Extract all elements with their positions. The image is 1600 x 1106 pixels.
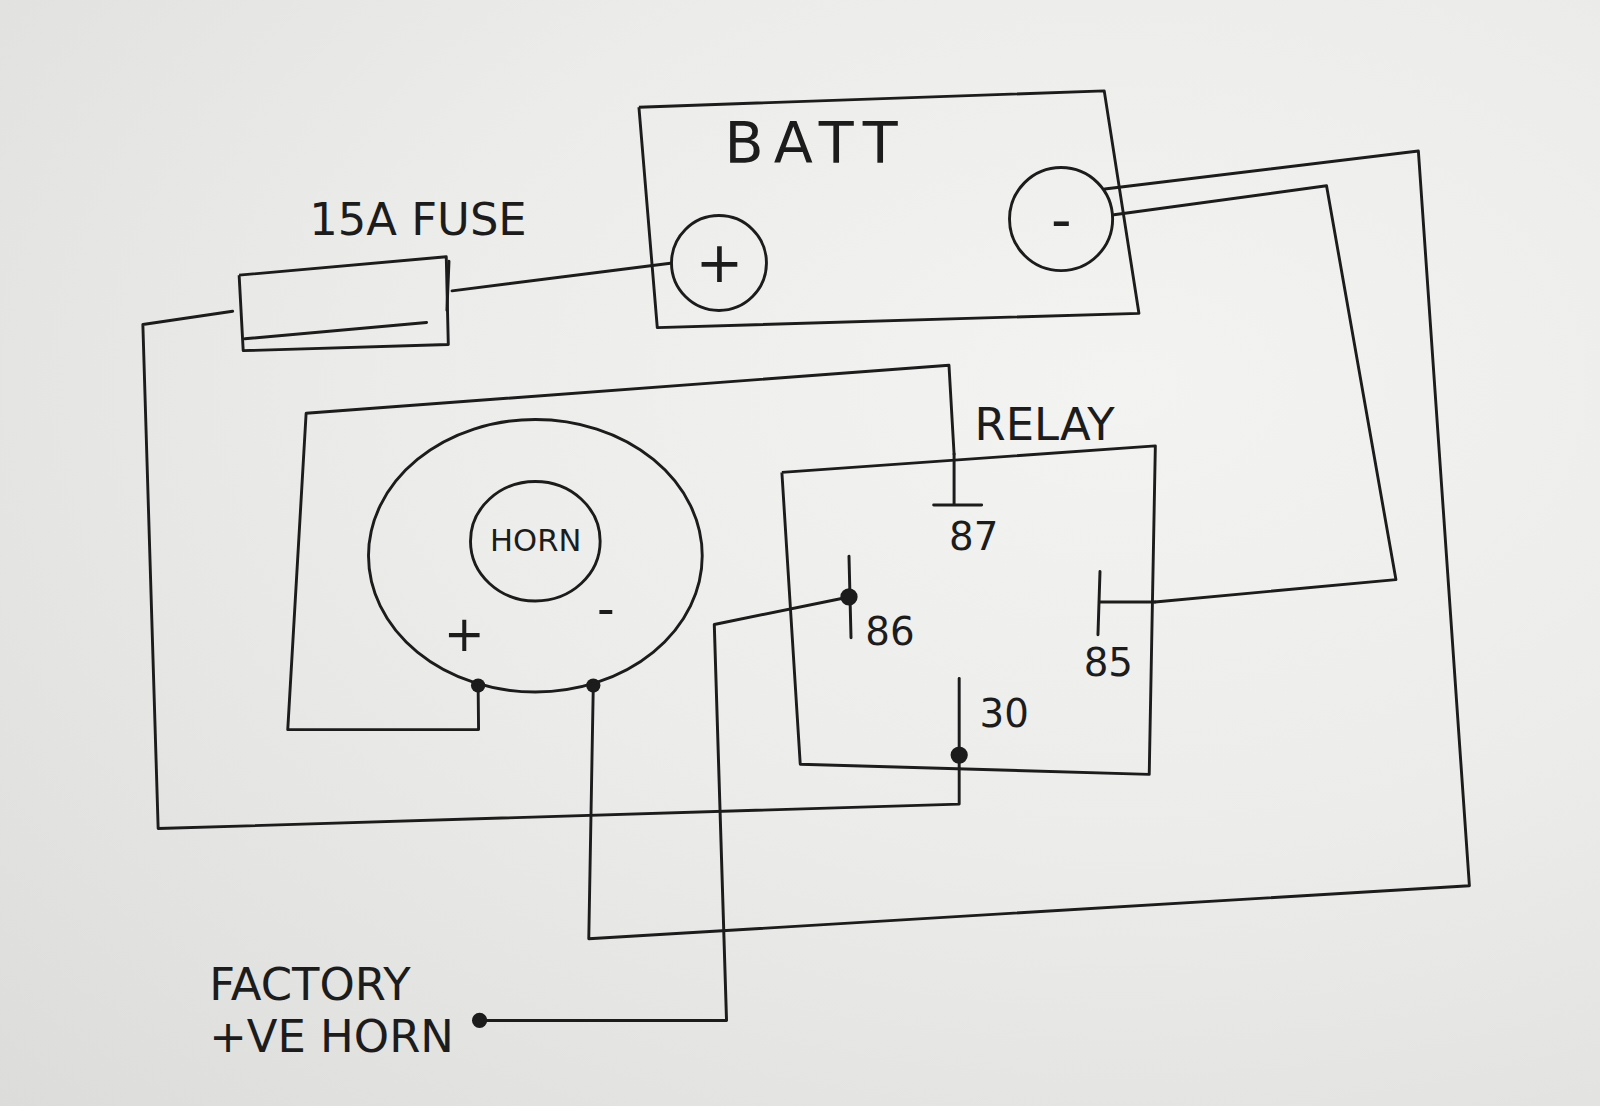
ellipse-outline	[1010, 168, 1113, 271]
node-text: HORN	[490, 523, 581, 558]
battery-terminal: +	[670, 214, 768, 312]
wire	[589, 151, 1470, 939]
node-text: +	[695, 230, 743, 296]
terminal-dots	[471, 678, 600, 692]
box-outline	[239, 257, 448, 351]
node-outline	[788, 454, 1155, 768]
node-outline	[233, 267, 452, 349]
wire	[288, 365, 954, 729]
pin-number: 86	[865, 610, 914, 655]
ellipse-outline	[369, 420, 703, 693]
ellipse-outline	[672, 216, 767, 311]
terminal-dot	[473, 1014, 485, 1026]
node-text: +	[444, 607, 485, 663]
ellipse-outline	[471, 481, 601, 600]
terminal-dot	[952, 748, 966, 762]
pin-number: 85	[1084, 641, 1133, 686]
node-text: -	[1051, 187, 1072, 253]
battery-box: + - BATT	[643, 97, 1133, 324]
relay-box: RELAY	[788, 454, 1155, 768]
fuse-element	[245, 322, 427, 338]
battery-terminal: -	[1008, 166, 1114, 272]
wire	[143, 311, 959, 828]
box-outline	[782, 446, 1155, 775]
horn-body: HORN + -	[367, 418, 704, 694]
node-text: -	[597, 582, 615, 638]
wire	[452, 263, 670, 291]
fuse-box: 15A FUSE	[233, 267, 452, 349]
node-text: 15A FUSE	[309, 194, 527, 246]
terminal-dot	[842, 590, 856, 604]
horn-centre: HORN	[469, 480, 602, 602]
wire-label: FACTORY +VE HORN	[209, 959, 515, 1062]
node-text: BATT	[724, 111, 907, 177]
node-text: RELAY	[974, 399, 1114, 451]
pin-number: 30	[980, 692, 1029, 737]
relay-pin-85	[1098, 571, 1155, 634]
wire	[1114, 186, 1396, 602]
connector-layer	[143, 151, 1470, 939]
box-outline	[639, 91, 1139, 328]
pin-number: 87	[949, 515, 998, 560]
